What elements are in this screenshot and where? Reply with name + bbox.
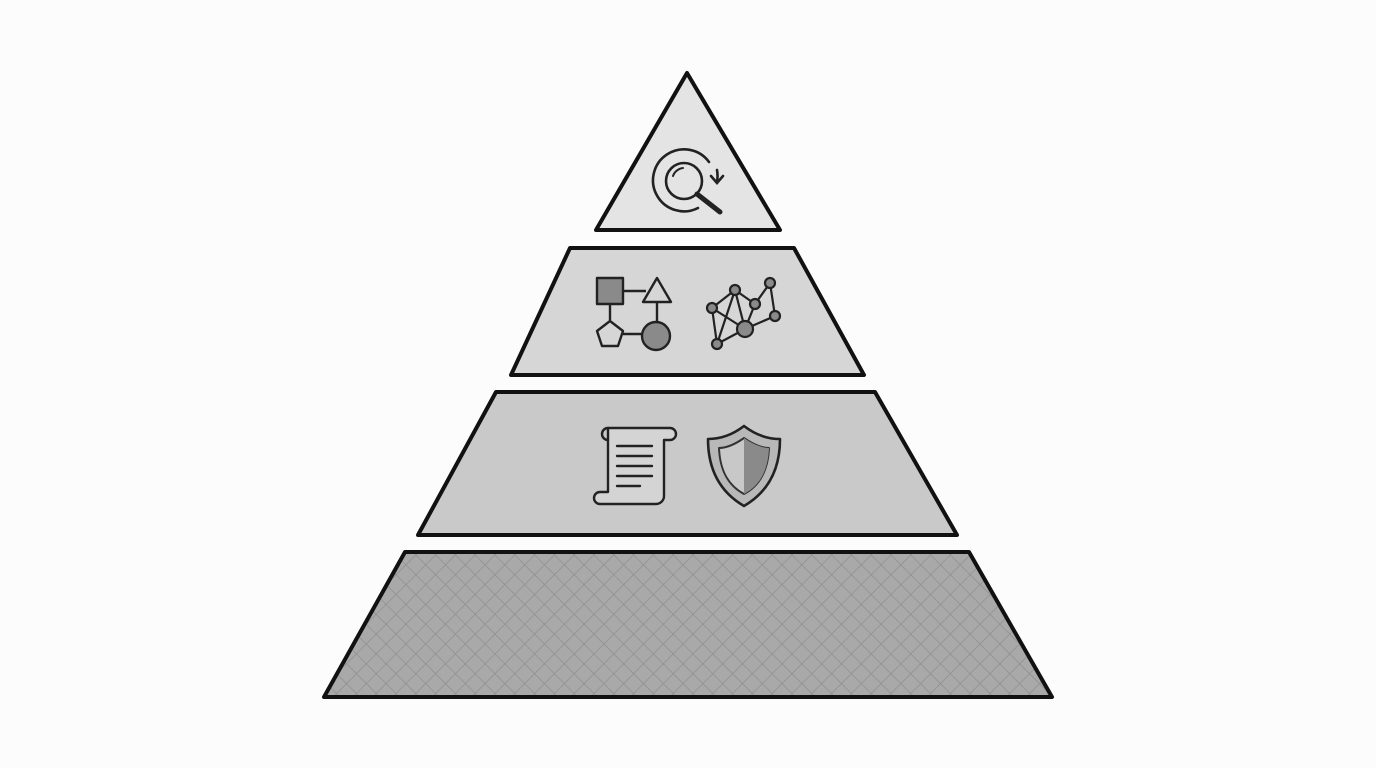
search-refresh-icon: [651, 148, 725, 215]
network-graph-icon: [705, 276, 782, 351]
shapes-flowchart-icon: [595, 276, 673, 352]
document-scroll-icon: [592, 426, 678, 506]
tier-upper-middle: [509, 246, 866, 377]
tier-lower-middle: [416, 390, 959, 537]
shield-icon: [706, 424, 782, 508]
tier-top: [594, 71, 782, 232]
tier-base: [322, 550, 1054, 699]
